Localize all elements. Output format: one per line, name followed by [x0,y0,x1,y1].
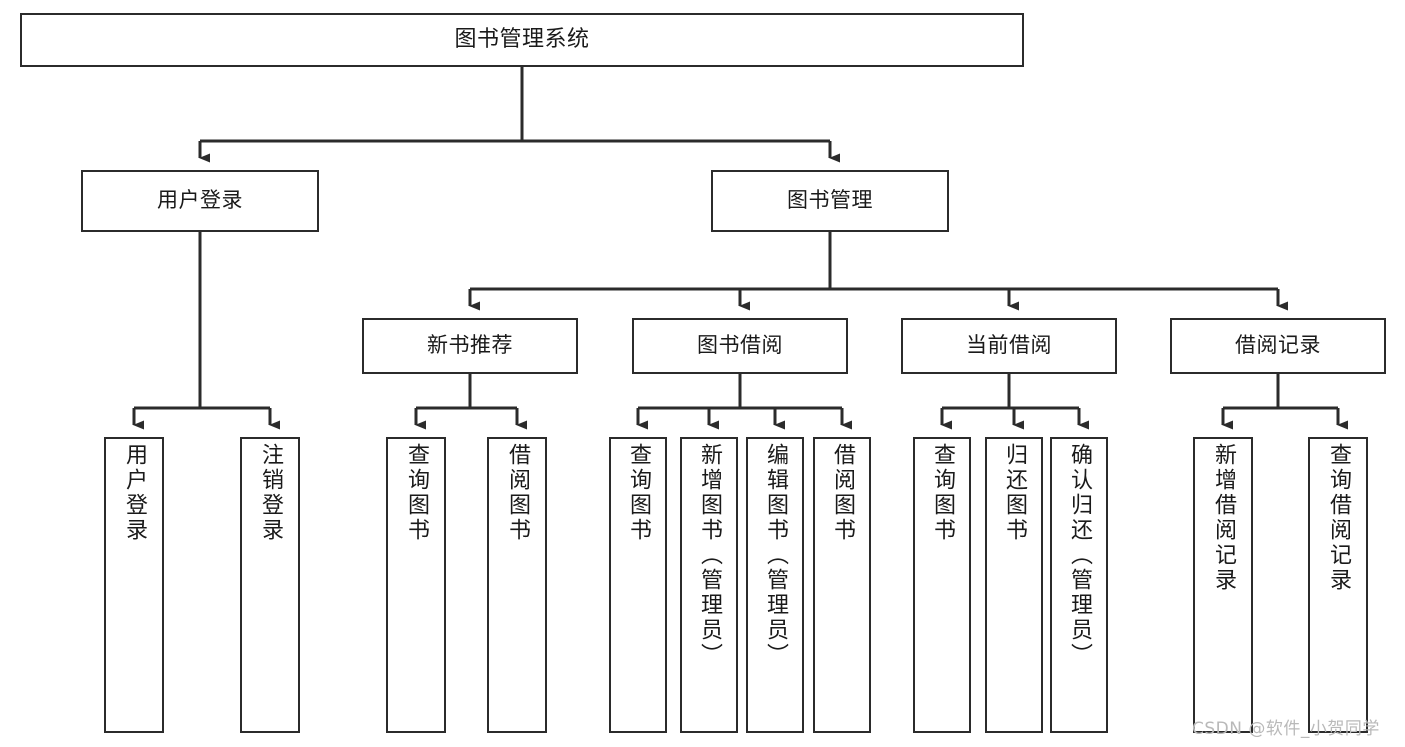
node-bookmgmt[interactable]: 图书管理 [711,170,949,232]
node-leaf11[interactable]: 确认归还（管理员） [1050,437,1108,733]
node-leaf7[interactable]: 编辑图书（管理员） [746,437,804,733]
csdn-watermark: CSDN @软件_小贺同学 [1192,719,1380,739]
node-leaf2[interactable]: 注销登录 [240,437,300,733]
node-label: 当前借阅 [966,333,1052,358]
node-leaf12[interactable]: 新增借阅记录 [1193,437,1253,733]
node-label: 查询借阅记录 [1326,443,1351,593]
node-label: 查询图书 [626,443,651,543]
node-current[interactable]: 当前借阅 [901,318,1117,374]
node-login[interactable]: 用户登录 [81,170,319,232]
node-leaf9[interactable]: 查询图书 [913,437,971,733]
node-leaf3[interactable]: 查询图书 [386,437,446,733]
node-label: 归还图书 [1002,443,1027,543]
node-leaf5[interactable]: 查询图书 [609,437,667,733]
node-label: 新增图书（管理员） [697,443,722,668]
node-label: 图书借阅 [697,333,783,358]
node-leaf13[interactable]: 查询借阅记录 [1308,437,1368,733]
node-label: 图书管理系统 [454,26,590,52]
node-label: 查询图书 [404,443,429,543]
node-label: 借阅图书 [505,443,530,543]
node-label: 新书推荐 [427,333,513,358]
node-label: 图书管理 [787,188,873,213]
node-leaf10[interactable]: 归还图书 [985,437,1043,733]
node-label: 借阅记录 [1235,333,1321,358]
node-label: 借阅图书 [830,443,855,543]
node-label: 用户登录 [122,443,147,543]
node-label: 注销登录 [258,443,283,543]
node-leaf6[interactable]: 新增图书（管理员） [680,437,738,733]
node-records[interactable]: 借阅记录 [1170,318,1386,374]
node-leaf8[interactable]: 借阅图书 [813,437,871,733]
node-leaf4[interactable]: 借阅图书 [487,437,547,733]
node-label: 编辑图书（管理员） [763,443,788,668]
node-label: 用户登录 [157,188,243,213]
node-label: 确认归还（管理员） [1067,443,1092,668]
node-label: 查询图书 [930,443,955,543]
node-root[interactable]: 图书管理系统 [20,13,1024,67]
node-borrow[interactable]: 图书借阅 [632,318,848,374]
node-newbook[interactable]: 新书推荐 [362,318,578,374]
node-label: 新增借阅记录 [1211,443,1236,593]
node-leaf1[interactable]: 用户登录 [104,437,164,733]
